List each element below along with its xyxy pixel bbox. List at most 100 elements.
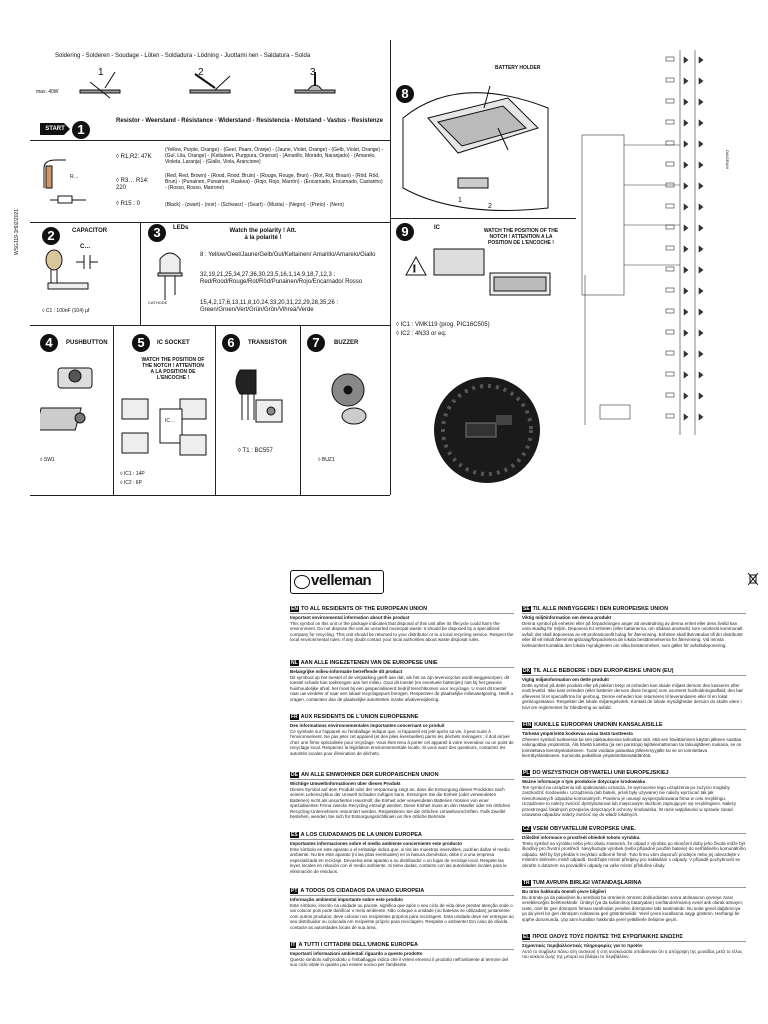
- ic-socket-note: WATCH THE POSITION OF THE NOTCH ! ATTENT…: [141, 357, 205, 381]
- schematic-led: [683, 140, 704, 148]
- schematic-resistor: [665, 77, 675, 83]
- language-code-badge: TR: [522, 880, 531, 886]
- ic-title: IC: [434, 225, 440, 231]
- schematic-resistor: [665, 266, 675, 272]
- weee-section-subtitle: Ważne informacje o tym produkcie dotyczą…: [522, 779, 646, 784]
- language-code-badge: CZ: [522, 826, 531, 832]
- weee-section-subtitle: Important environmental information abou…: [290, 615, 410, 620]
- language-code-badge: IT: [290, 942, 297, 948]
- language-code-badge: FIN: [522, 722, 533, 728]
- step-8-number: 8: [396, 85, 414, 103]
- weee-section-body: Questo simbolo sull'prodotto o l'imballa…: [290, 956, 508, 968]
- weee-section-title: TIL ALLE BEBOERE I DEN EUROPÆISKE UNION …: [533, 668, 674, 674]
- soldering-step-1: 1: [98, 67, 104, 78]
- schematic-led: [683, 119, 704, 127]
- r3-colors: (Red, Red, Brown) - (Rood, Rood, Bruin) …: [165, 173, 383, 191]
- step-5-number: 5: [132, 334, 150, 352]
- weee-section-subtitle: Importanti informazioni ambientali rigua…: [290, 951, 423, 956]
- weee-section-body: Bu üründe ya da pakedinin bu sembolü bu …: [522, 894, 744, 922]
- battery-step-1: 1: [458, 197, 462, 204]
- language-code-badge: PL: [522, 770, 531, 776]
- weee-section-title: A TUTTI I CITTADINI DELL'UNIONE EUROPEA: [298, 942, 419, 948]
- schematic-resistor: [665, 392, 675, 398]
- schematic-led: [683, 203, 704, 211]
- weee-section-subtitle: Bu ürün hakkında önemli çevre bilgileri: [522, 889, 607, 894]
- language-code-badge: NL: [290, 660, 299, 666]
- ic-socket-title: IC SOCKET: [157, 340, 190, 346]
- schematic-led: [683, 77, 704, 85]
- transistor-title: TRANSISTOR: [248, 340, 287, 346]
- start-arrow: START: [40, 123, 70, 135]
- weee-section-subtitle: Belangrijke milieu-informatie betreffend…: [290, 669, 403, 674]
- velleman-logo: velleman: [290, 570, 384, 594]
- language-code-badge: EN: [290, 606, 299, 612]
- schematic-resistor: [665, 329, 675, 335]
- weee-section-title: TIL ALLE INNBYGGERE I DEN EUROPEISKE UNI…: [532, 606, 669, 612]
- schematic-led: [683, 329, 704, 337]
- soldering-title: Soldering - Solderen - Soudage - Löten -…: [55, 53, 311, 59]
- weee-section-subtitle: Σημαντικές περιβαλλοντικές πληροφορίες γ…: [522, 943, 643, 948]
- cathode-label: CATHODE: [148, 300, 168, 305]
- led-group-red: 32,19,21,25,34,27,36,30,23,5,16,1,14,9,1…: [200, 272, 363, 285]
- buzzer-illustration: [318, 370, 378, 430]
- schematic-resistor: [665, 245, 675, 251]
- schematic-led: [683, 287, 704, 295]
- r1-ref: ◊ R1,R2: 47K: [116, 154, 152, 160]
- buzzer-ref: ◊ BUZ1: [318, 457, 335, 463]
- weee-section-title: VŠEM OBYVATELŮM EVROPSKÉ UNIE.: [532, 826, 636, 832]
- step-1-number: 1: [72, 121, 90, 139]
- language-code-badge: EL: [522, 934, 531, 940]
- weee-section-body: This symbol on this unit or the package …: [290, 620, 514, 643]
- schematic-resistor: [665, 98, 675, 104]
- schematic-led: [683, 392, 704, 400]
- led-group-green: 15,4,2,17,6,13,11,8,10,24,33,20,31,22,29…: [200, 300, 339, 313]
- weee-section-subtitle: Wichtige Umweltinformationen über dieses…: [290, 781, 401, 786]
- schematic-led: [683, 161, 704, 169]
- weee-section-body: Denna symbol på enheten eller på förpack…: [522, 620, 743, 648]
- schematic-resistor: [665, 140, 675, 146]
- r15-colors: (Black) - (zwart) - (noir) - (Schwarz) -…: [165, 202, 344, 208]
- weee-section-title: AAN ALLE INGEZETENEN VAN DE EUROPESE UNI…: [300, 660, 438, 666]
- battery-step-2: 2: [488, 203, 492, 210]
- schematic-resistor: [665, 287, 675, 293]
- svg-text:!: !: [413, 264, 416, 275]
- language-code-badge: PT: [290, 888, 299, 894]
- pushbutton-title: PUSHBUTTON: [66, 340, 108, 346]
- weee-bin-icon: [747, 572, 759, 586]
- language-code-badge: DK: [522, 668, 532, 674]
- battery-holder-illustration: [398, 78, 573, 218]
- capacitor-symbol: C…: [80, 244, 91, 250]
- language-code-badge: ES: [290, 832, 299, 838]
- schematic-led: [683, 98, 704, 106]
- schematic-led: [683, 224, 704, 232]
- weee-section-title: TÜM AVRUPA BİRLİĞİ VATANDAŞLARINA: [532, 880, 642, 886]
- weee-section-body: Tento symbol na výrobku nebo jeho obalu …: [522, 840, 746, 868]
- schematic-resistor: [665, 308, 675, 314]
- max-power-label: max. 40W: [36, 89, 59, 95]
- resistor-symbol-label: R…: [70, 174, 79, 180]
- schematic-label: DIAGRAM: [725, 150, 730, 169]
- language-code-badge: DE: [290, 772, 299, 778]
- step-7-number: 7: [307, 334, 325, 352]
- weee-section-subtitle: Importantes informaciones sobre el medio…: [290, 841, 463, 846]
- schematic-led: [683, 182, 704, 190]
- velleman-logo-text: velleman: [311, 572, 372, 589]
- ic-socket-illustration: [118, 395, 213, 460]
- schematic-led: [683, 245, 704, 253]
- leds-title: LEDs: [173, 225, 189, 231]
